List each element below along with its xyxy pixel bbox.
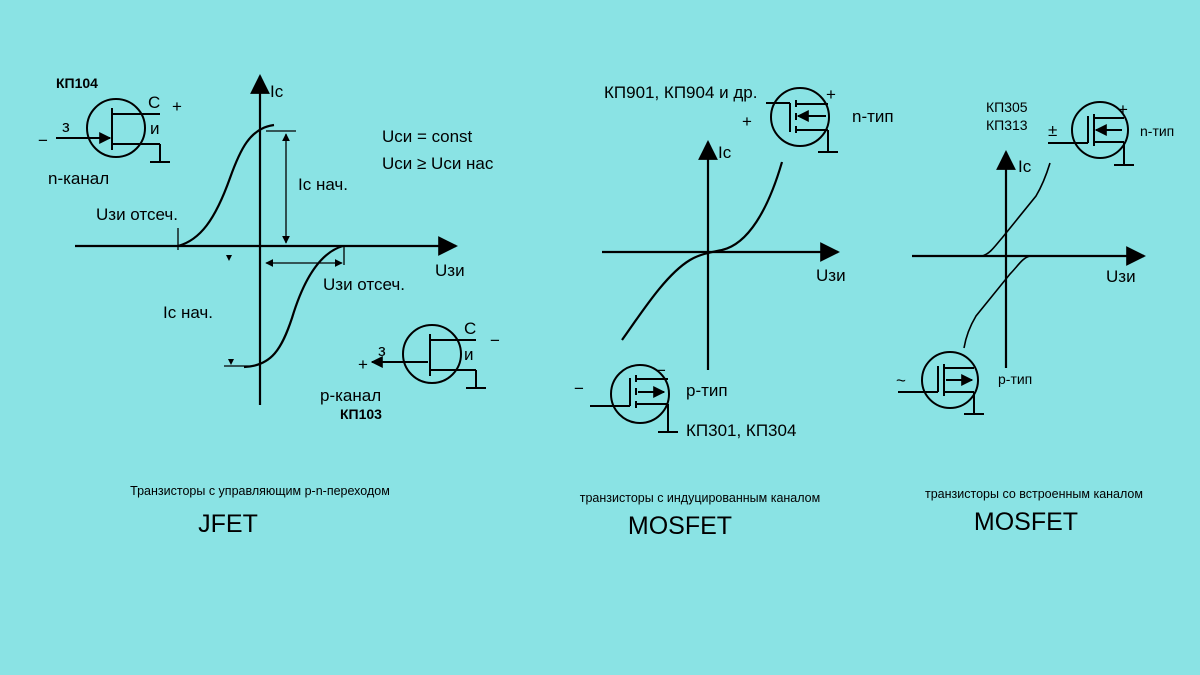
builtin-title: MOSFET (974, 508, 1078, 536)
builtin-p-curve (963, 255, 1031, 349)
builtin-n-curve (981, 162, 1051, 257)
jfet-p-curve (243, 244, 344, 369)
builtin-p-symbol: ~ p-тип (896, 351, 1032, 415)
jfet-axis-uzi-label: Uзи (435, 261, 465, 280)
builtin-caption: транзисторы со встроенным каналом (925, 487, 1143, 501)
induced-caption: транзисторы с индуцированным каналом (580, 491, 820, 505)
induced-curve (621, 161, 784, 341)
jfet-part-p: КП103 (340, 406, 382, 422)
jfet-u-cutoff-left: Uзи отсеч. (96, 205, 178, 224)
induced-parts-p: КП301, КП304 (686, 421, 796, 440)
induced-axis-ic-label: Ic (718, 143, 732, 162)
jfet-n-curve (177, 123, 275, 248)
jfet-n-pin-z: з (62, 117, 70, 136)
builtin-axis-ic-label: Ic (1018, 157, 1032, 176)
jfet-small-triangle (226, 255, 232, 261)
jfet-small-triangle-bottom (228, 359, 234, 365)
builtin-p-type-label: p-тип (998, 371, 1032, 387)
jfet-n-pin-c: С (148, 93, 160, 112)
jfet-n-minus: − (38, 131, 48, 150)
builtin-n-plus: + (1118, 100, 1128, 119)
jfet-n-plus: + (172, 97, 182, 116)
jfet-panel: Ic Uзи Ic нач. Uзи отсеч. Uзи отсеч. Ic … (38, 74, 500, 538)
jfet-cond-1: Uси = const (382, 127, 473, 146)
mosfet-induced-panel: Ic Uзи КП901, КП904 и др. + + n-тип (574, 83, 894, 540)
jfet-u-cutoff-right: Uзи отсеч. (323, 275, 405, 294)
jfet-part-n: КП104 (56, 75, 98, 91)
induced-axis-uzi-label: Uзи (816, 266, 846, 285)
jfet-n-pin-i: и (150, 119, 160, 138)
builtin-n-type-label: n-тип (1140, 123, 1174, 139)
builtin-n-plusminus: ± (1048, 121, 1057, 140)
jfet-p-pin-z: з (378, 341, 386, 360)
jfet-p-plus: + (358, 355, 368, 374)
builtin-part-1: КП305 (986, 99, 1028, 115)
jfet-cond-2: Uси ≥ Uси нас (382, 154, 494, 173)
builtin-axis-uzi-label: Uзи (1106, 267, 1136, 286)
jfet-p-pin-i: и (464, 345, 474, 364)
induced-p-type-label: p-тип (686, 381, 728, 400)
builtin-n-symbol: КП305 КП313 ± + n-тип (986, 99, 1174, 166)
induced-p-symbol: − − p-тип КП301, КП304 (574, 361, 796, 440)
induced-n-plus-gate: + (742, 112, 752, 131)
jfet-p-minus: − (490, 331, 500, 350)
induced-parts-n: КП901, КП904 и др. (604, 83, 757, 102)
induced-p-minus-drain: − (656, 361, 666, 380)
induced-n-plus-drain: + (826, 85, 836, 104)
jfet-title: JFET (198, 510, 258, 538)
induced-n-symbol: КП901, КП904 и др. + + n-тип (604, 83, 894, 153)
jfet-n-channel-label: n-канал (48, 169, 109, 188)
jfet-n-symbol: КП104 С и з + − n-канал (38, 75, 182, 188)
jfet-p-symbol: С и з − + p-канал КП103 (320, 319, 500, 422)
builtin-part-2: КП313 (986, 117, 1028, 133)
jfet-ic-start-top: Ic нач. (298, 175, 348, 194)
induced-p-minus-gate: − (574, 379, 584, 398)
induced-n-type-label: n-тип (852, 107, 894, 126)
mosfet-builtin-panel: Ic Uзи КП305 КП313 ± + n-тип (896, 99, 1174, 536)
builtin-p-tilde: ~ (896, 371, 906, 390)
induced-title: MOSFET (628, 512, 732, 540)
jfet-p-pin-c: С (464, 319, 476, 338)
jfet-axis-ic-label: Ic (270, 82, 284, 101)
jfet-ic-start-bottom: Ic нач. (163, 303, 213, 322)
jfet-caption: Транзисторы с управляющим p-n-переходом (130, 484, 390, 498)
jfet-p-channel-label: p-канал (320, 386, 381, 405)
